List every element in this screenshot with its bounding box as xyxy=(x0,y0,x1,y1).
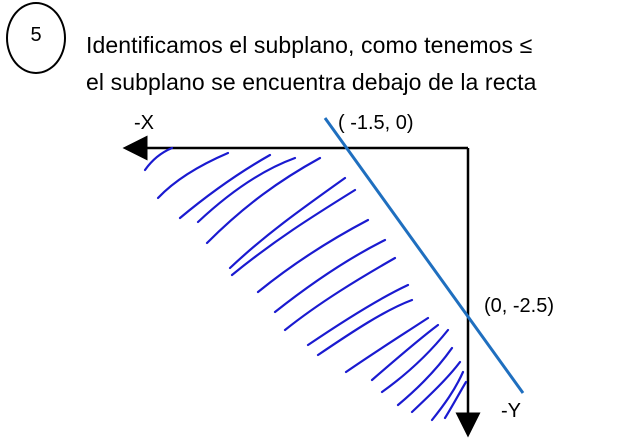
negative-y-label: -Y xyxy=(501,400,521,422)
instruction-line-1: Identificamos el subplano, como tenemos … xyxy=(86,32,533,58)
hatch-stroke xyxy=(156,151,230,200)
hatch-stroke xyxy=(306,283,410,347)
hatch-stroke xyxy=(196,156,297,224)
hatch-stroke xyxy=(443,380,468,420)
shaded-subplane-hatching xyxy=(143,146,468,422)
hatch-stroke xyxy=(396,346,454,407)
hatch-stroke xyxy=(228,176,347,270)
step-number: 5 xyxy=(30,24,42,46)
hatch-stroke xyxy=(430,370,465,422)
y-intercept-label: (0, -2.5) xyxy=(484,295,555,317)
instruction-line-2: el subplano se encuentra debajo de la re… xyxy=(86,69,537,95)
hatch-stroke xyxy=(143,146,174,172)
hatch-stroke xyxy=(344,316,430,374)
hatch-stroke xyxy=(230,188,357,277)
hatch-stroke xyxy=(380,328,450,394)
step-number-badge: 5 xyxy=(6,2,66,74)
hatch-stroke xyxy=(256,218,370,294)
hatch-stroke xyxy=(410,360,462,414)
hatch-stroke xyxy=(283,256,397,332)
hatch-stroke xyxy=(316,298,414,357)
hatch-stroke xyxy=(370,323,440,382)
x-intercept-label: ( -1.5, 0) xyxy=(338,112,414,134)
negative-x-label: -X xyxy=(134,112,154,134)
hatch-stroke xyxy=(205,156,322,245)
hatch-stroke xyxy=(178,153,272,220)
boundary-line xyxy=(323,117,525,394)
hatch-stroke xyxy=(273,238,387,314)
